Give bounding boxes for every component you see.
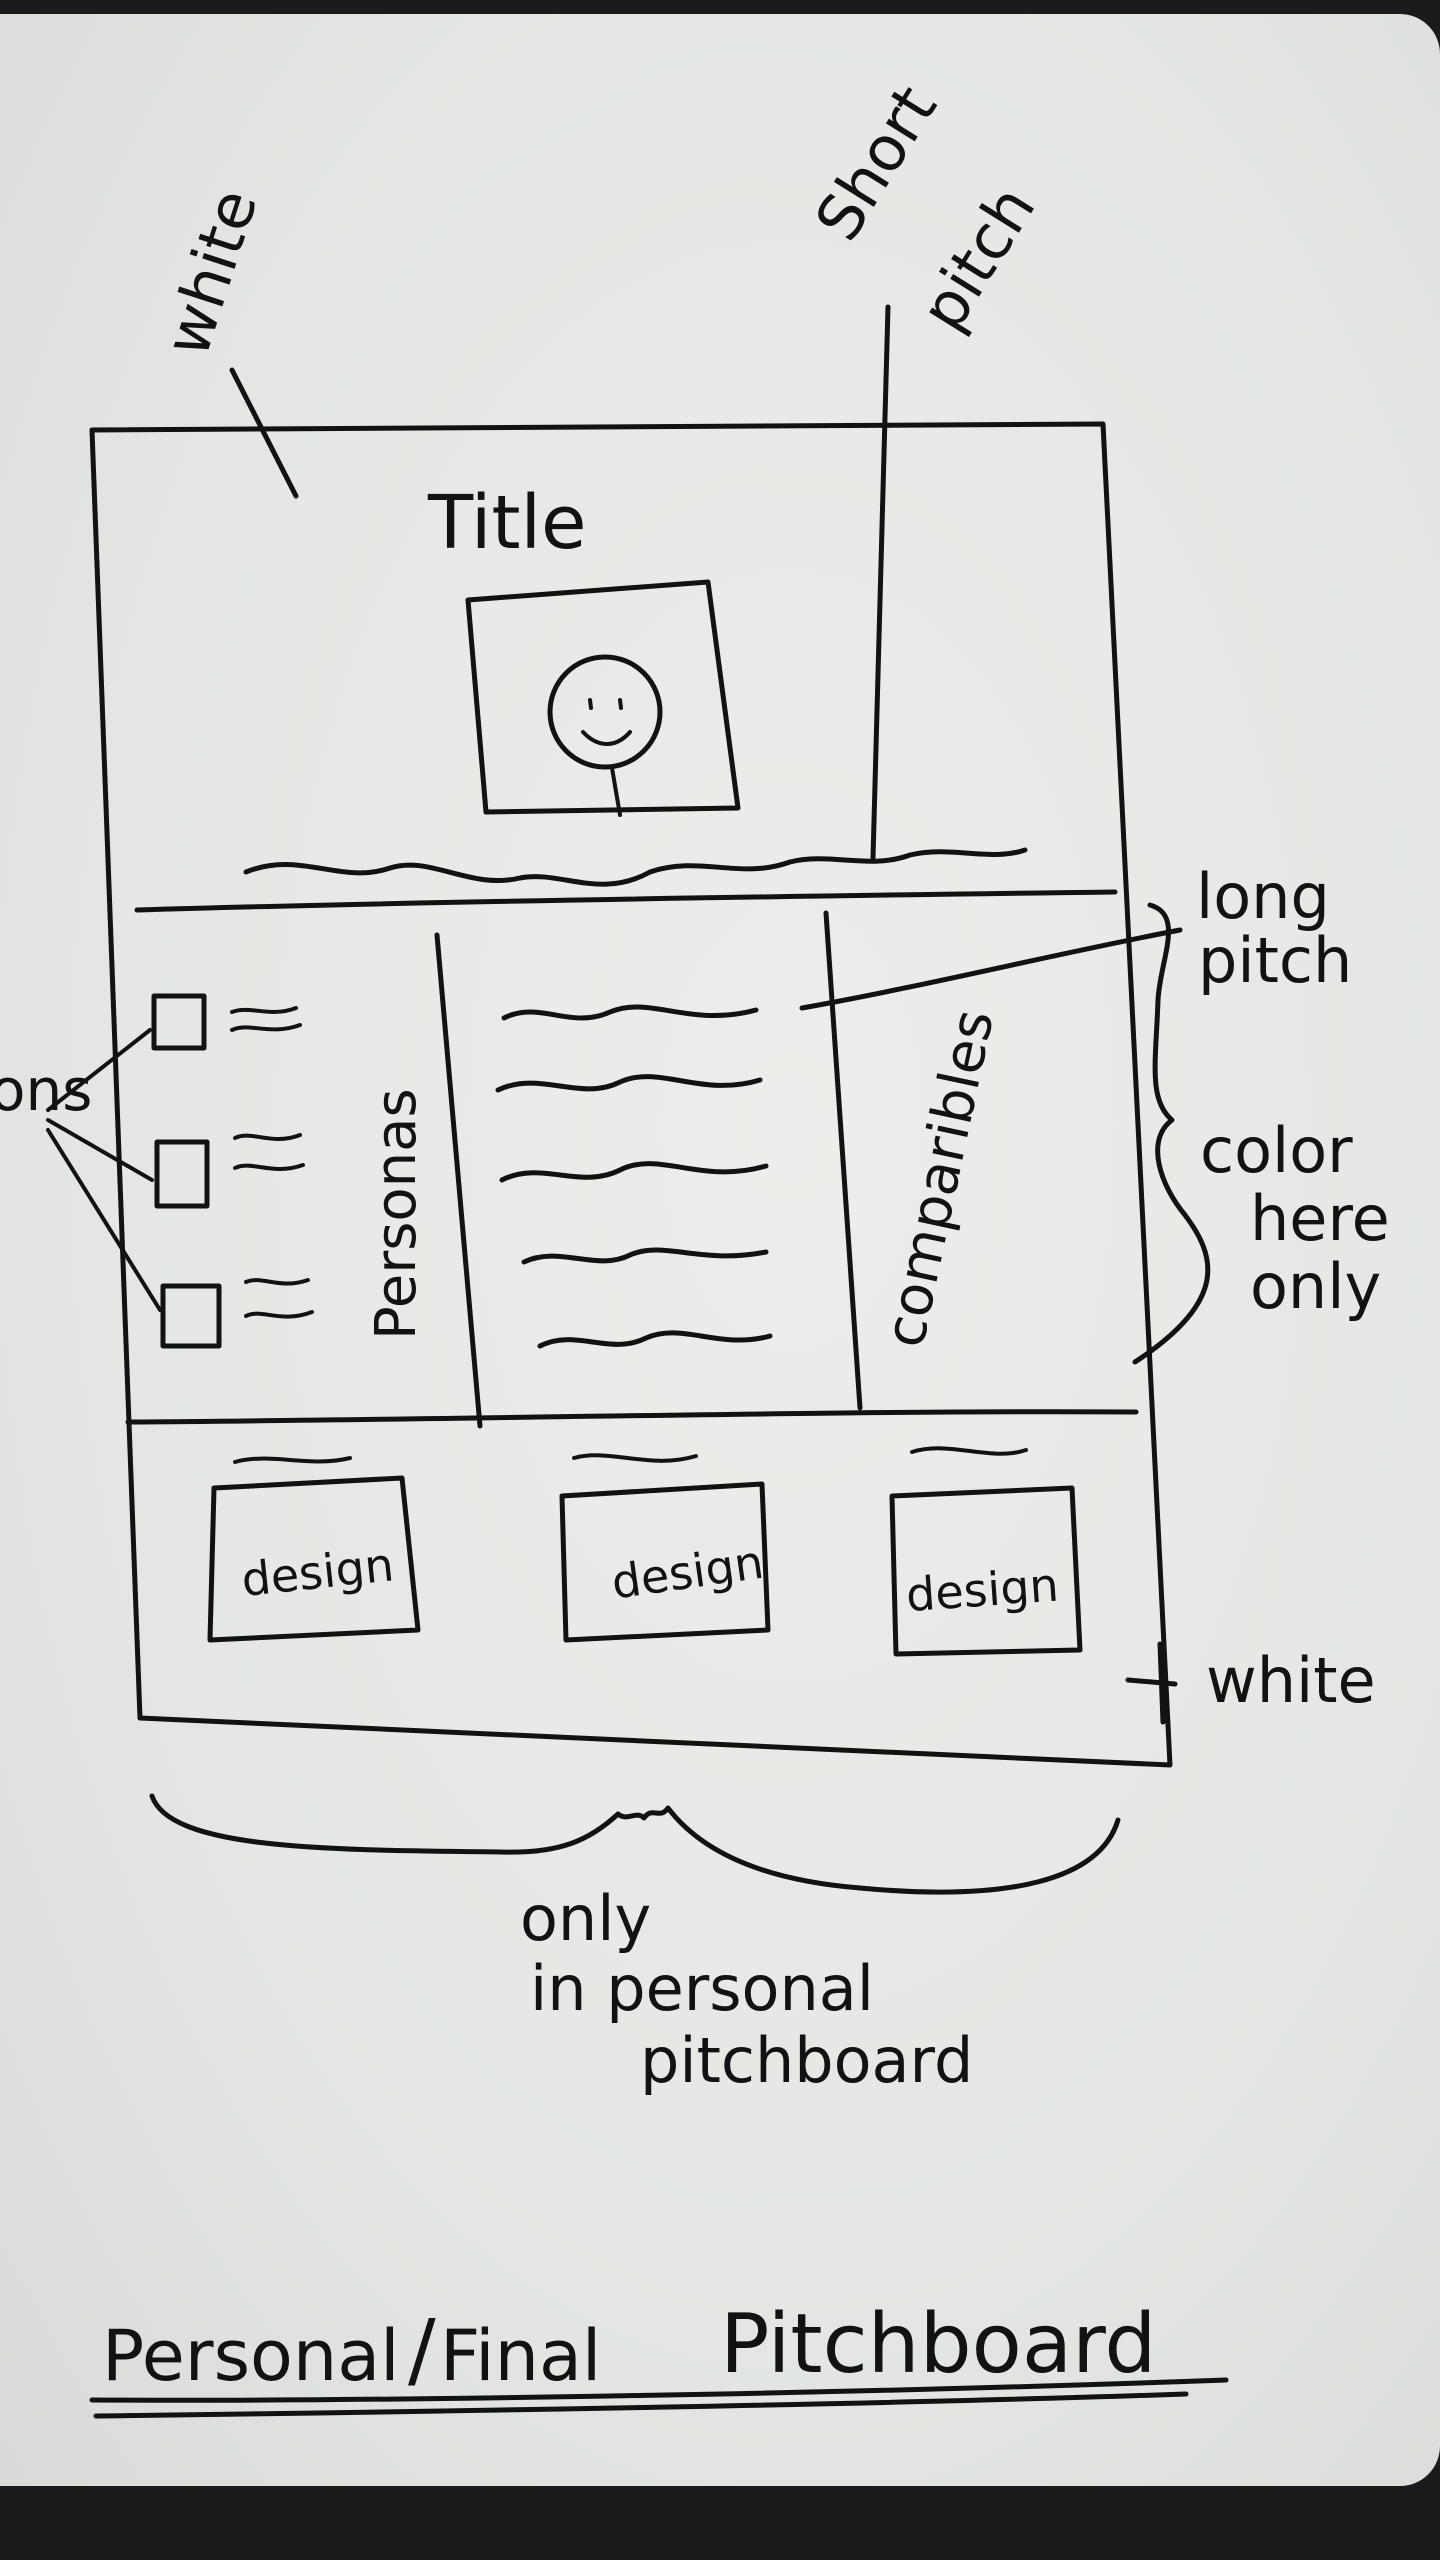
annotation-long-pitch-1: long [1196,860,1330,933]
annotation-personal-only-1: only [520,1882,651,1955]
caption-pitchboard: Pitchboard [720,2297,1156,2392]
design-cards: design design design [207,1446,1083,1657]
annotation-personal-only-3: pitchboard [640,2024,973,2097]
smiley-eye-right [618,698,623,710]
design-label: design [904,1558,1060,1623]
squiggle-text [244,1310,314,1319]
long-pitch-text-lines [495,1004,773,1349]
squiggle-text [230,1023,302,1032]
pointer-white-top [229,367,299,499]
squiggle-text [233,1163,305,1171]
annotation-color-1: color [1200,1114,1353,1187]
column-divider-right [823,910,863,1411]
annotation-icons: icons [0,1056,92,1124]
caption-underline-1 [89,2377,1229,2403]
design-card [207,1475,421,1643]
annotation-color-3: only [1250,1250,1381,1323]
squiggle-text [230,1006,298,1014]
header-divider [134,889,1118,913]
smiley-neck [610,766,622,817]
smiley-eye-left [588,698,593,710]
caption-underline-2 [93,2391,1189,2419]
icon-square [160,1283,222,1349]
design-label: design [608,1535,767,1610]
annotation-long-pitch-2: pitch [1198,924,1352,997]
comparables-label: comparibles [872,1004,1007,1353]
squiggle-text [244,1278,310,1286]
pointer-long-pitch [799,927,1183,1011]
design-card [889,1485,1083,1657]
squiggle-text [233,1133,302,1141]
annotation-white-bottom: white [1206,1644,1376,1717]
pointer-icons-1 [46,1028,152,1112]
icon-square [154,1139,210,1209]
middle-divider [125,1409,1139,1425]
annotation-color-2: here [1250,1182,1390,1255]
caption-personal: Personal [102,2315,400,2397]
smiley-mouth [581,730,632,746]
pointer-white-bottom-tick [1157,1641,1166,1725]
color-brace [1132,902,1211,1365]
frame-outline [89,421,1173,1768]
smiley-face-icon [547,654,663,770]
annotation-white-top: white [150,181,272,365]
icon-square [151,993,207,1051]
personas-label: Personas [364,1088,429,1340]
design-card [559,1481,771,1643]
caption: Personal / Final Pitchboard [89,2297,1229,2419]
title-label: Title [427,480,587,566]
column-divider-left [434,932,483,1429]
annotation-short-pitch-1: Short [801,73,951,253]
hero-image-box [465,579,741,815]
pointer-short-pitch [870,304,891,861]
annotation-short-pitch-2: pitch [906,173,1050,343]
icon-list [151,993,314,1349]
caption-separator: / [408,2303,436,2398]
pointer-icons-2 [46,1118,154,1182]
caption-final: Final [440,2315,601,2397]
short-pitch-squiggle [243,847,1028,887]
pointer-icons-3 [46,1128,162,1312]
annotation-personal-only-2: in personal [530,1952,874,2025]
pointer-white-bottom [1125,1677,1178,1687]
design-label: design [239,1537,396,1607]
personal-only-brace [149,1793,1121,1895]
